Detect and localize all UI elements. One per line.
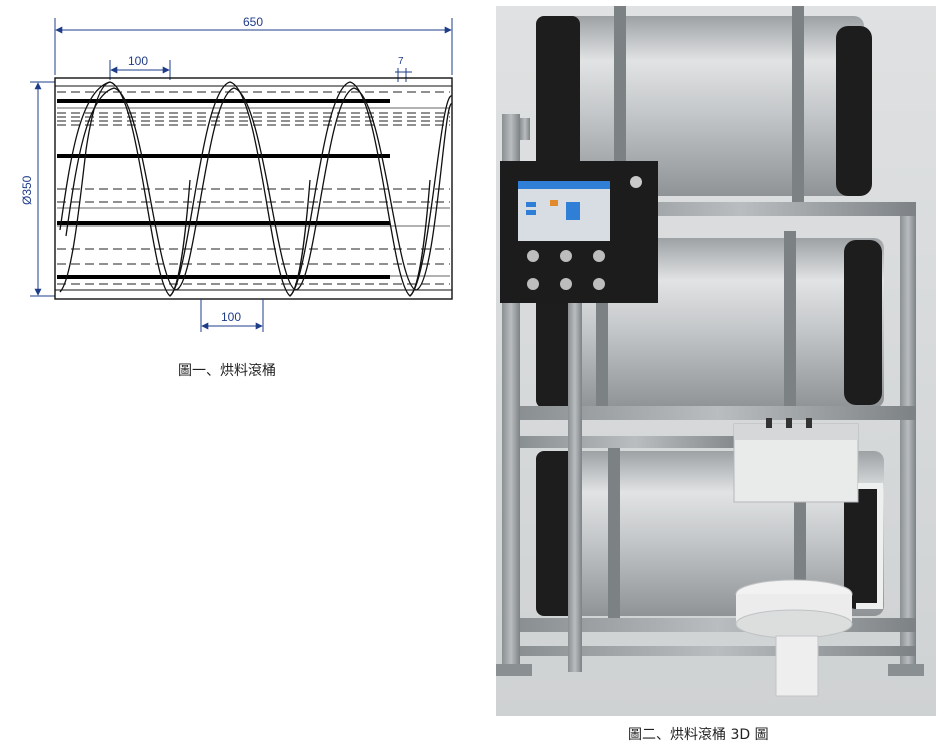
diameter-dimension: Ø350 (20, 81, 55, 297)
motor-box (733, 418, 859, 503)
hidden-lines (57, 91, 450, 285)
control-button-3 (593, 250, 605, 262)
small-gap-dimension: 7 (395, 56, 412, 82)
side-pipe (856, 483, 883, 609)
overall-width-label: 650 (243, 15, 263, 29)
top-pitch-label: 100 (128, 54, 148, 68)
outlet-hopper (735, 579, 853, 697)
control-button-5 (560, 278, 572, 290)
figure2-caption: 圖二、烘料滾桶 3D 圖 (628, 727, 769, 743)
figure1-caption: 圖一、烘料滾桶 (178, 363, 276, 379)
overall-width-dimension: 650 (54, 15, 453, 75)
control-button-1 (527, 250, 539, 262)
top-pitch-dimension: 100 (109, 54, 171, 80)
drum-3d-render (496, 6, 936, 716)
indicator-lamp-icon (630, 176, 642, 188)
drum-technical-drawing: 650 100 7 Ø350 (20, 15, 453, 332)
bottom-pitch-dimension: 100 (200, 299, 264, 332)
control-button-4 (527, 278, 539, 290)
drum-top (536, 6, 872, 206)
diameter-label: Ø350 (20, 175, 34, 205)
control-button-6 (593, 278, 605, 290)
bottom-pitch-label: 100 (221, 310, 241, 324)
small-gap-label: 7 (398, 56, 404, 67)
control-panel (500, 161, 658, 303)
drum-outline (54, 77, 453, 300)
spiral-coil (59, 81, 453, 297)
control-button-2 (560, 250, 572, 262)
